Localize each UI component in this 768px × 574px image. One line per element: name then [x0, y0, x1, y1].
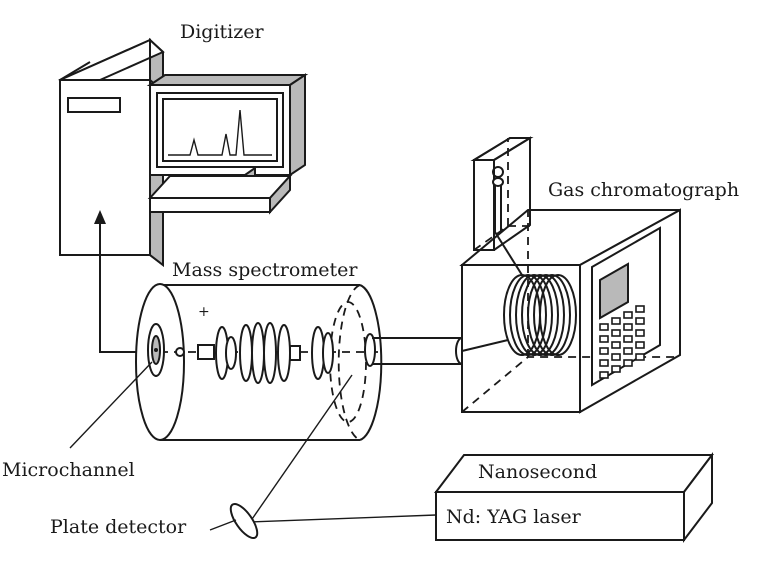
mirror-icon	[229, 502, 259, 540]
ion-dot	[175, 347, 185, 357]
mass-spectrometer-label: Mass spectrometer	[172, 259, 358, 281]
digitizer-computer: Digitizer	[58, 21, 309, 268]
microchannel-label: Microchannel	[2, 459, 135, 481]
signal-line	[94, 210, 150, 353]
plate-detector-label: Plate detector	[50, 516, 187, 538]
gc-column-coil	[461, 274, 577, 356]
ion-optics	[197, 322, 376, 384]
gc-injector	[470, 136, 534, 276]
digitizer-label: Digitizer	[180, 21, 265, 43]
mass-spectrometer: Mass spectrometer M +	[135, 0, 383, 441]
control-panel	[591, 226, 661, 387]
gas-chromatograph-label: Gas chromatograph	[548, 179, 739, 201]
transfer-tube	[372, 337, 469, 365]
computer-tower	[58, 37, 165, 268]
ion-charge-label: +	[198, 304, 210, 320]
cylinder-right-face	[359, 284, 383, 441]
spectrum-trace	[168, 109, 272, 156]
laser-label: Nd: YAG laser	[446, 506, 582, 528]
nd-yag-laser: Nanosecond Nd: YAG laser	[433, 452, 715, 543]
label-leaders	[69, 361, 237, 531]
gas-chromatograph: Gas chromatograph	[459, 136, 739, 414]
microchannel-plate	[147, 323, 165, 377]
ion-label: M	[177, 0, 201, 6]
computer-monitor	[146, 73, 309, 215]
laser-beam-path	[229, 374, 437, 540]
nanosecond-label: Nanosecond	[478, 461, 597, 483]
